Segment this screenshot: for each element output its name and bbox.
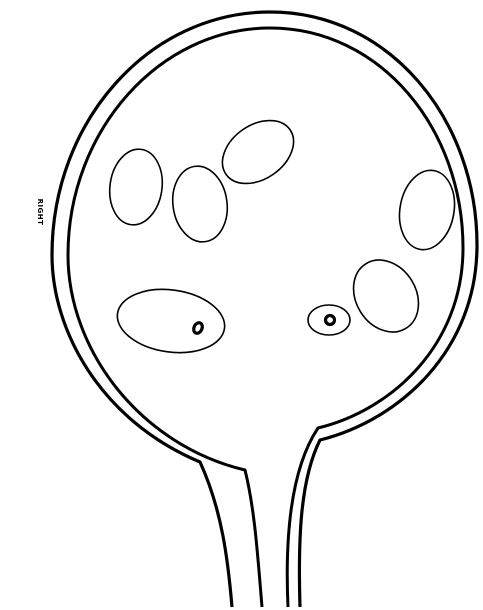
center-mark-right xyxy=(326,316,335,325)
center-mark-group xyxy=(192,316,334,335)
lesion-group xyxy=(105,108,461,360)
center-mark-left xyxy=(192,321,204,334)
lesion-right-lower xyxy=(340,248,431,344)
lesion-left-center xyxy=(168,163,232,246)
lesion-top xyxy=(211,108,306,197)
orientation-label: RIGHT xyxy=(36,199,44,226)
lesion-right-edge xyxy=(393,166,460,254)
lesion-left-lower xyxy=(113,283,229,359)
lesion-upper-left xyxy=(105,146,167,228)
lesion-small-center xyxy=(308,305,350,335)
inner-contour xyxy=(68,28,463,607)
